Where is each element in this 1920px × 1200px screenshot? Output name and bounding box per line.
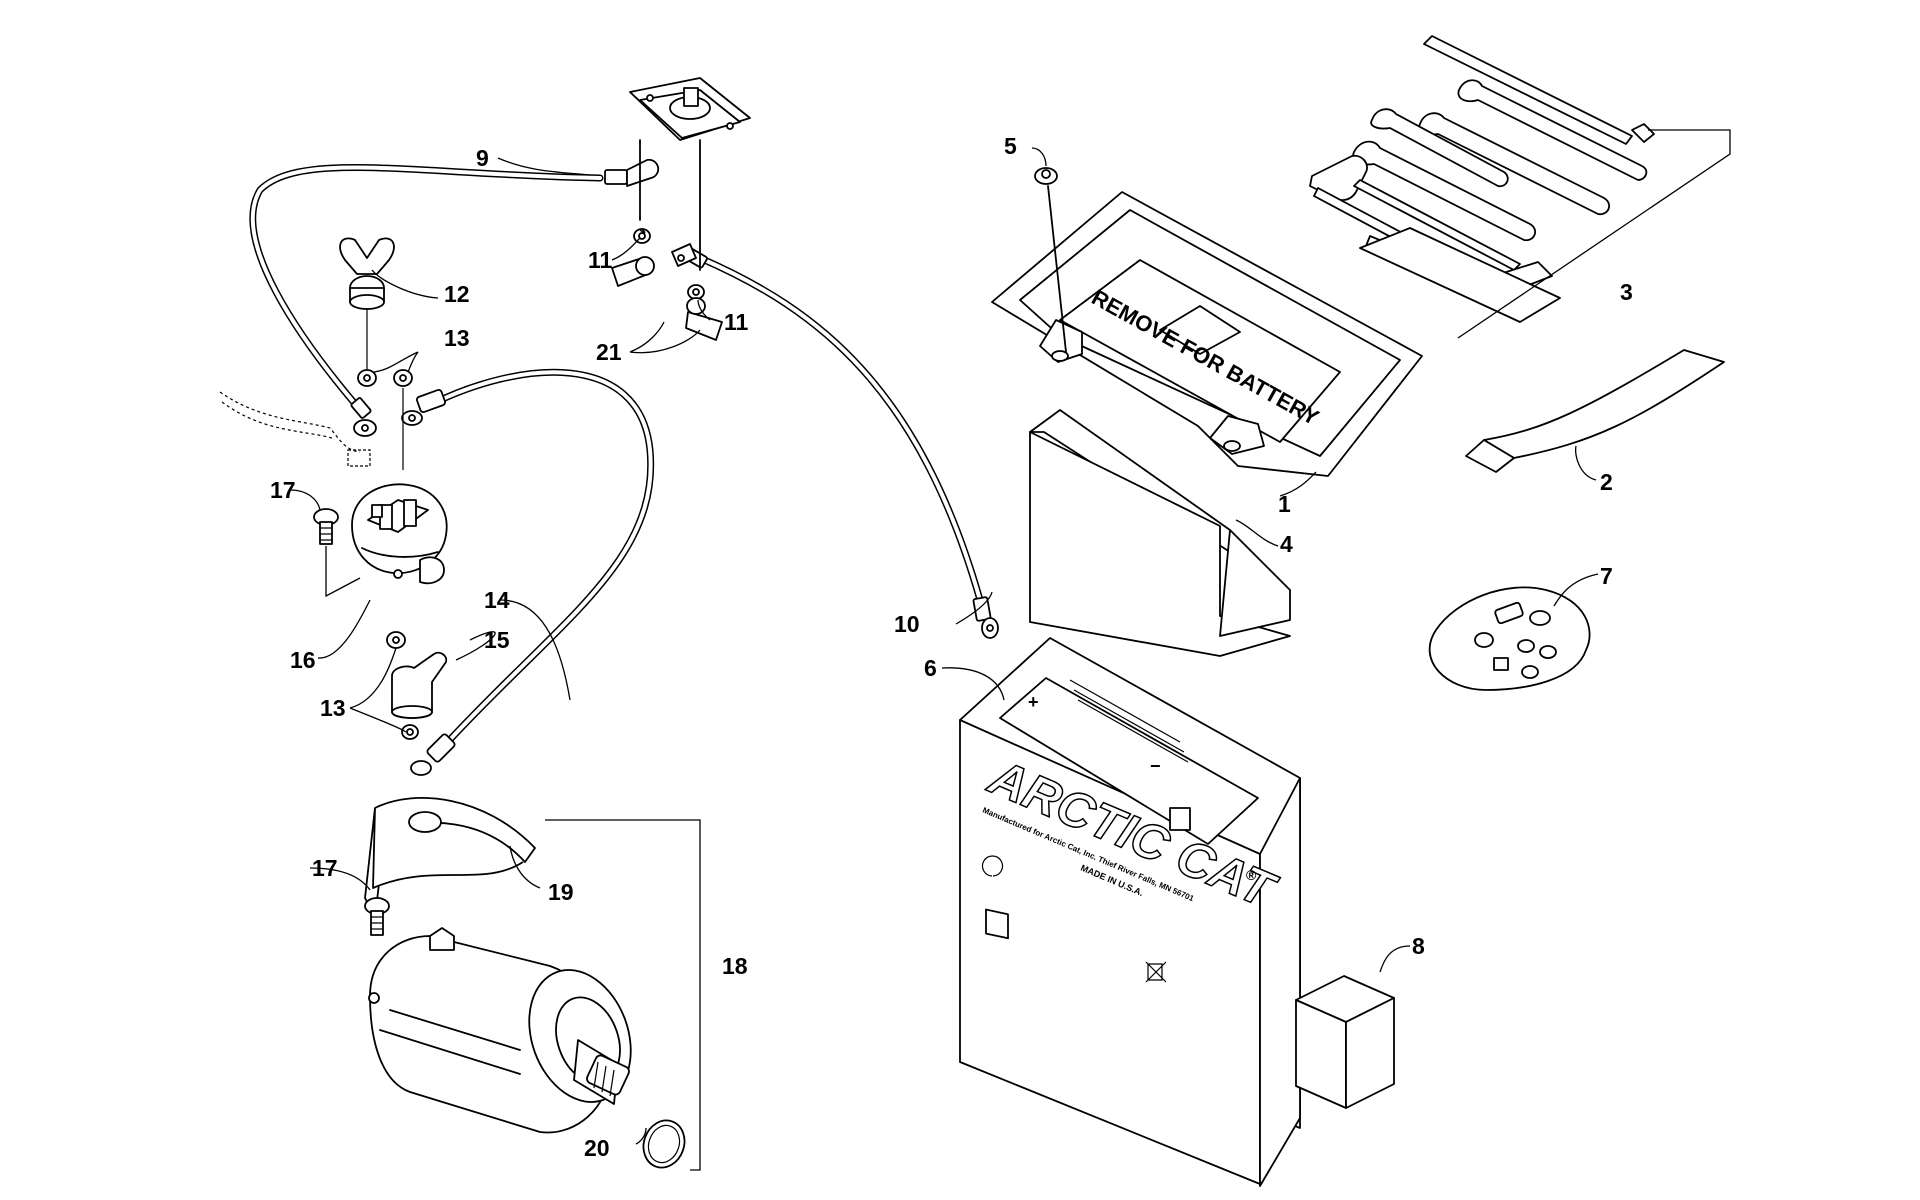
callout-14: 14	[484, 587, 510, 613]
wing-nut-12	[339, 237, 395, 370]
terminal-boot-15	[391, 651, 448, 719]
solenoid-16	[351, 483, 448, 585]
callout-12: 12	[444, 281, 470, 307]
terminal-boot-21b	[685, 297, 723, 341]
battery-negative-symbol: −	[1150, 756, 1161, 776]
battery-cover-1: REMOVE FOR BATTERY	[991, 191, 1423, 477]
cable-9	[249, 158, 660, 437]
battery-6: + − ARCTIC CAT ® Manufactured for Arctic…	[959, 637, 1301, 1187]
hardware-kit-7	[1428, 586, 1591, 691]
foam-pad-8	[1295, 975, 1395, 1109]
callout-11a: 11	[588, 247, 613, 273]
callout-13b: 13	[320, 695, 346, 721]
callout-15: 15	[484, 627, 510, 653]
wiring-harness-dashed	[219, 391, 361, 453]
tool-kit-3	[1309, 35, 1655, 323]
callout-17b: 17	[312, 855, 338, 881]
starter-cover-19	[364, 797, 536, 919]
callout-4: 4	[1280, 531, 1293, 557]
bolt-5	[1034, 167, 1067, 353]
callout-18: 18	[722, 953, 748, 979]
callout-3: 3	[1620, 279, 1633, 305]
battery-bracket-4	[1029, 409, 1291, 657]
cable-10	[671, 243, 999, 639]
callout-11b: 11	[724, 309, 749, 335]
battery-positive-symbol: +	[1028, 692, 1039, 712]
callout-10: 10	[894, 611, 920, 637]
callout-19: 19	[548, 879, 574, 905]
callout-13a: 13	[444, 325, 470, 351]
callout-8: 8	[1412, 933, 1425, 959]
recycle-icon	[981, 855, 1004, 877]
screw-17b	[364, 897, 390, 936]
callout-1: 1	[1278, 491, 1291, 517]
tape-2	[1465, 349, 1725, 473]
no-trash-icon	[1145, 961, 1167, 983]
bracket-3	[1457, 129, 1731, 339]
circuit-breaker	[629, 77, 751, 271]
callout-16: 16	[290, 647, 316, 673]
battery-registered-mark: ®	[1246, 867, 1257, 883]
leader-lines	[289, 147, 1599, 1145]
bracket-18	[545, 819, 701, 1171]
callouts: 1 2 3 4 5 6 7 8 9 10 11 11 12 13 13 14 1…	[270, 133, 1633, 1161]
callout-17a: 17	[270, 477, 296, 503]
terminal-boot-21a	[611, 256, 655, 287]
callout-5: 5	[1004, 133, 1017, 159]
callout-21: 21	[596, 339, 622, 365]
callout-9: 9	[476, 145, 489, 171]
callout-20: 20	[584, 1135, 610, 1161]
callout-2: 2	[1600, 469, 1613, 495]
callout-6: 6	[924, 655, 937, 681]
screw-17a	[313, 508, 339, 545]
terminal-boot-11b	[687, 284, 705, 300]
callout-7: 7	[1600, 563, 1613, 589]
nut-13b	[386, 631, 419, 740]
nut-13	[357, 369, 413, 470]
o-ring-20	[642, 1119, 686, 1169]
cable-14	[401, 368, 655, 776]
wiring-harness-dashed-2	[221, 401, 333, 439]
starter-motor-18	[368, 927, 632, 1134]
